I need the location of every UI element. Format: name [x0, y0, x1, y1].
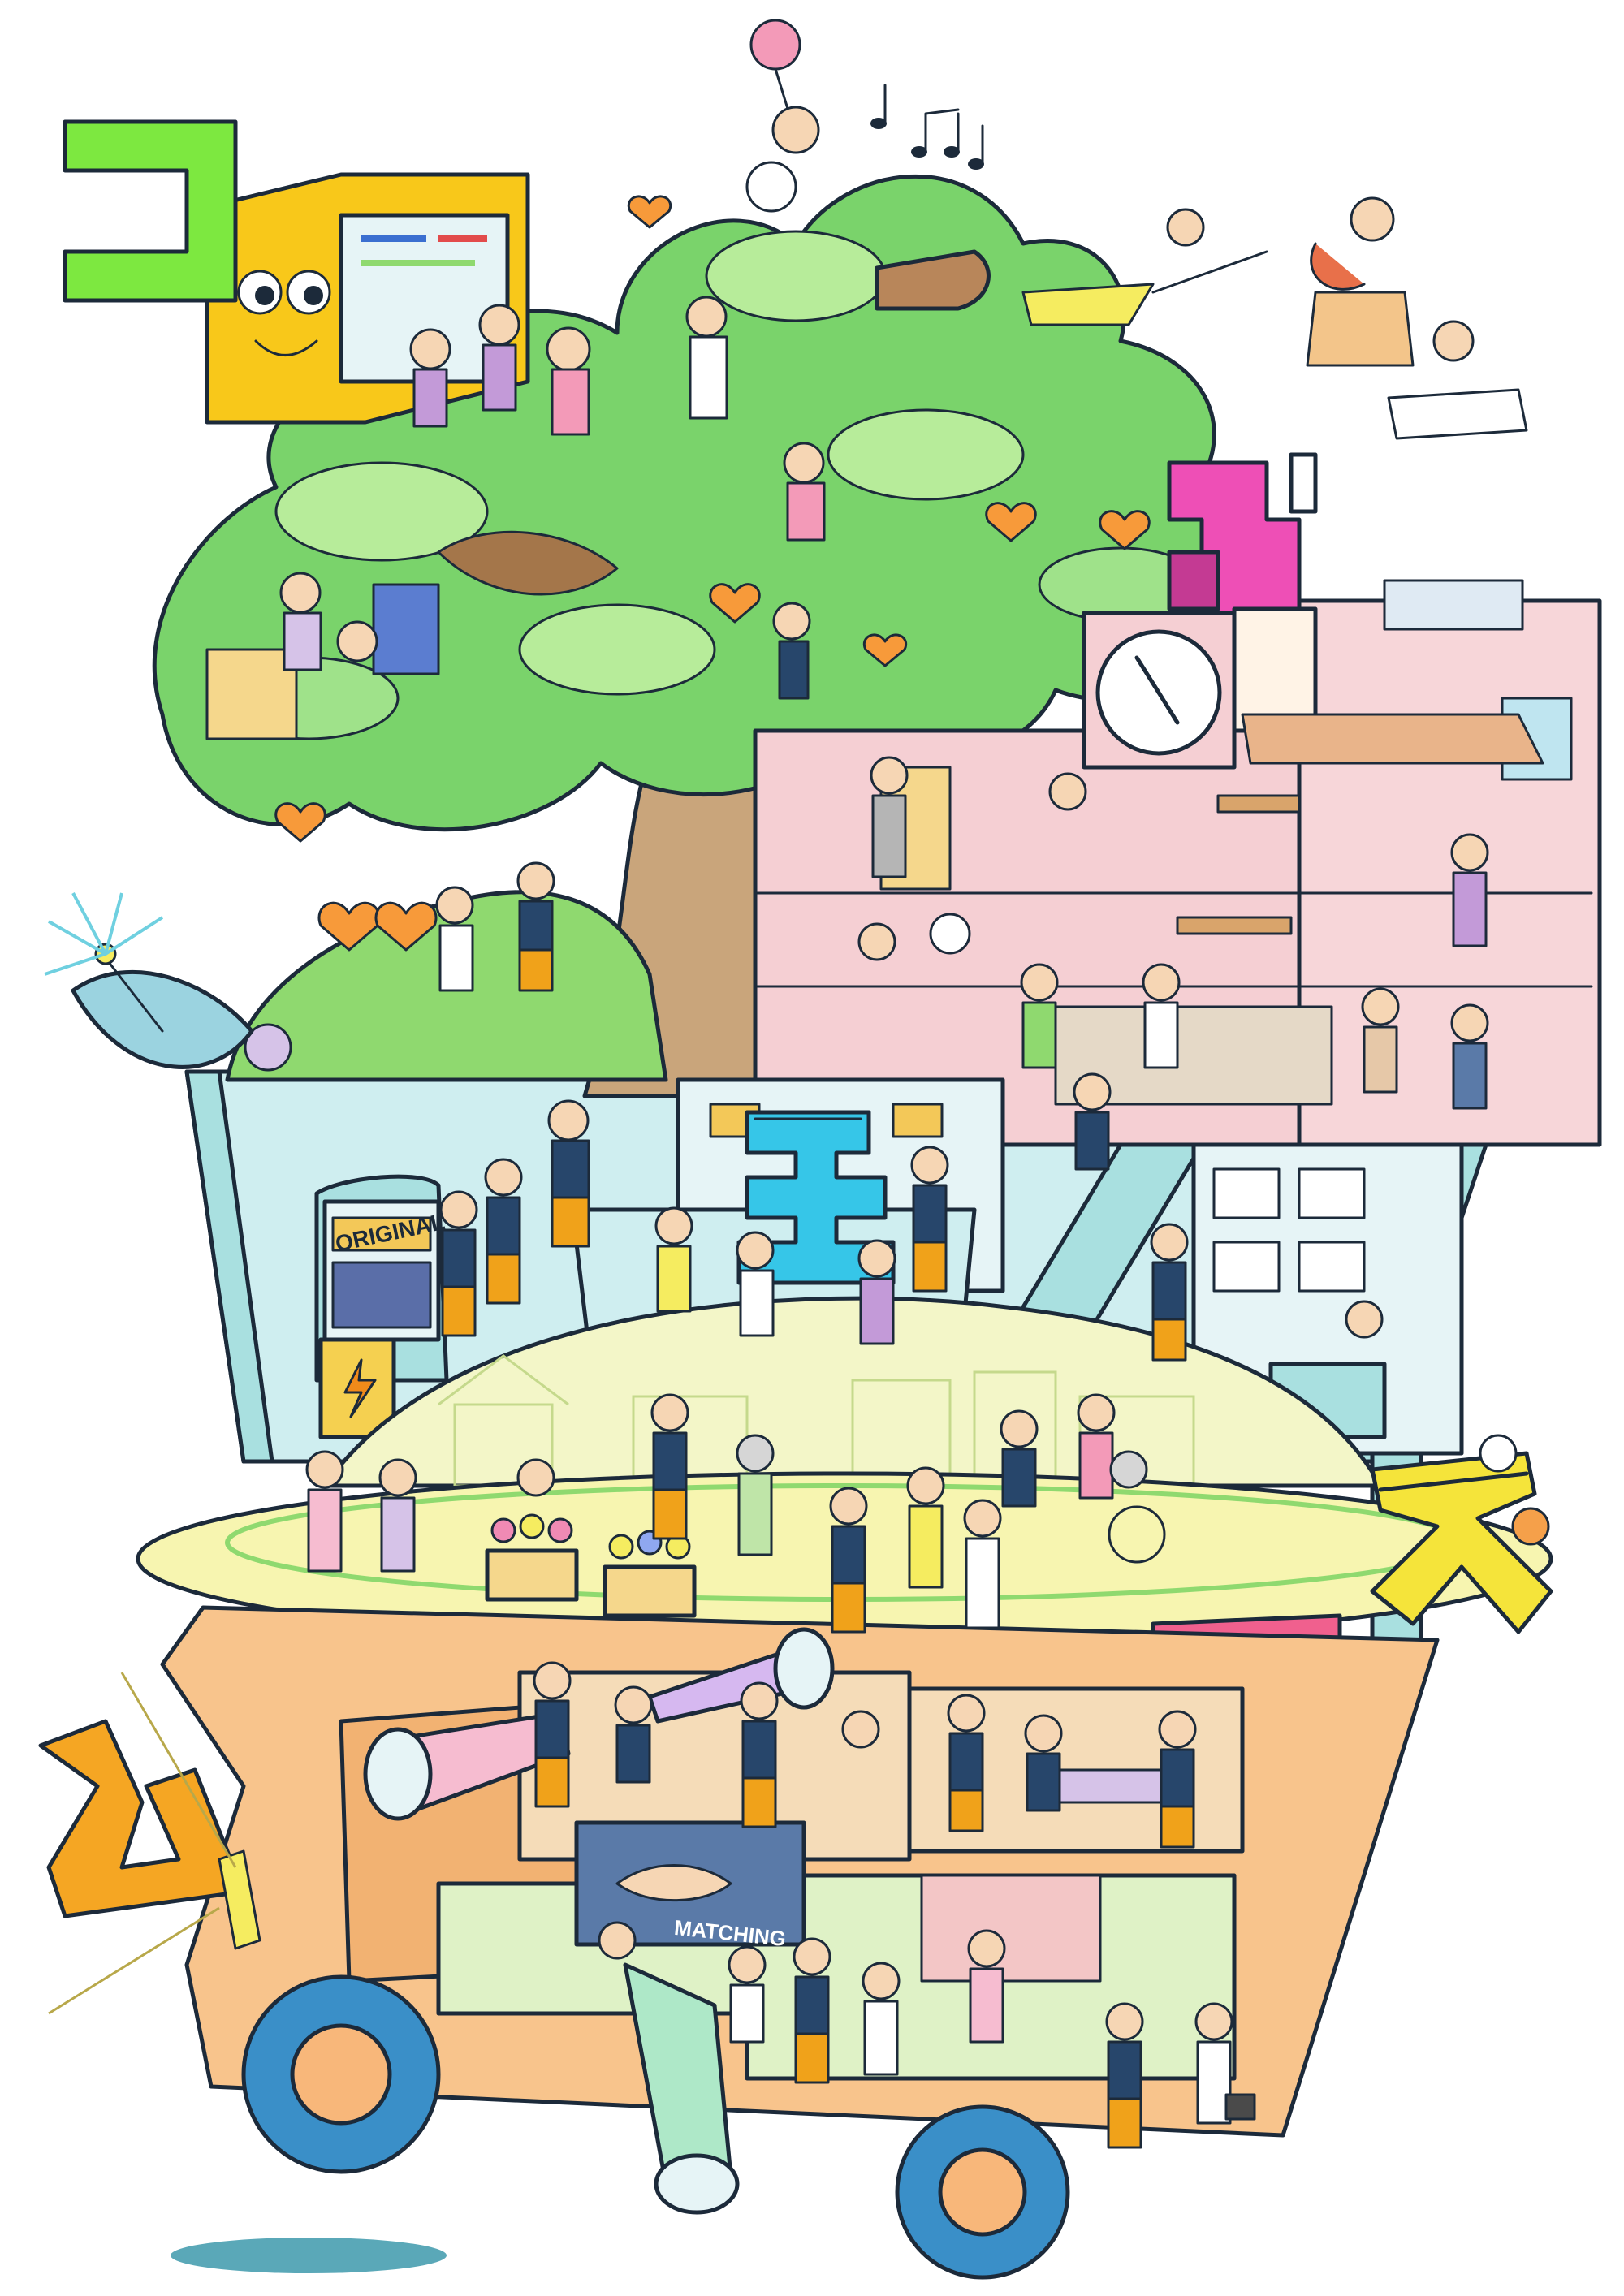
tree-canopy [152, 174, 1276, 832]
tv-character [205, 172, 530, 425]
ground-shadow [171, 2238, 447, 2273]
lab-room [1191, 1142, 1464, 1456]
pencil-icon [218, 1849, 261, 1950]
lightning-icon [343, 1358, 377, 1418]
people [279, 296, 1489, 2149]
flying-brush [1021, 208, 1268, 326]
katakana-mu-block: ム [38, 1672, 261, 2015]
ball-icon [1511, 1507, 1550, 1546]
heart-icon [274, 802, 326, 843]
heart-icon [627, 195, 672, 229]
bus-wheels [241, 1974, 1070, 2280]
katakana-ko: コ [150, 231, 151, 232]
heart-icon [985, 502, 1037, 542]
heart-icon [374, 901, 438, 952]
handshake-icon [615, 1864, 732, 1902]
town-dome [322, 1296, 1383, 1488]
flower-boxes [485, 1513, 697, 1618]
spotlights [363, 1627, 835, 2215]
satellite-dish-icon [44, 892, 254, 1069]
ball-icon [1479, 1434, 1518, 1473]
balloon-icon [749, 19, 801, 71]
balloon-figure [745, 19, 820, 213]
heart-icon [709, 583, 761, 624]
floating-figures [1306, 196, 1528, 440]
heart-icon [1099, 510, 1151, 550]
heart-icon [862, 633, 908, 667]
clock-tower [1082, 611, 1237, 770]
music-notes-icon [870, 84, 984, 170]
piano [875, 249, 991, 311]
heart-icon [317, 901, 381, 952]
katakana-ko-block [63, 119, 238, 303]
katakana-mu: ム [138, 1833, 139, 1836]
heart-fruits [274, 195, 1151, 952]
